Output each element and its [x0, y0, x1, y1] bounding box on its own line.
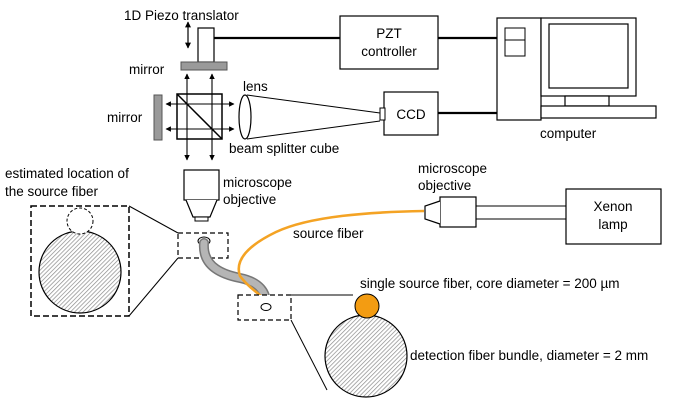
ccd-camera [379, 91, 439, 136]
single-fiber-label: single source fiber, core diameter = 200… [360, 276, 620, 291]
right-microscope-objective [424, 196, 566, 228]
source-fiber-label: source fiber [293, 226, 364, 241]
micro-obj-right-label-2: objective [418, 178, 471, 193]
xenon-lamp-box [565, 188, 662, 245]
pzt-controller-box [339, 15, 439, 70]
computer-label: computer [540, 126, 597, 141]
fiber-bundle-magnified [324, 293, 408, 398]
ccd-label: CCD [396, 107, 425, 122]
left-microscope-objective [183, 169, 220, 222]
left-mirror [153, 94, 163, 141]
bundle-label: detection fiber bundle, diameter = 2 mm [410, 348, 648, 363]
lens-label: lens [243, 79, 268, 94]
top-mirror [180, 61, 228, 71]
computer [496, 17, 657, 121]
xenon-label-2: lamp [598, 217, 627, 232]
lens [238, 94, 381, 140]
bundle-tip-box [237, 294, 353, 391]
beam-splitter-cube [176, 93, 223, 140]
source-fiber-line [237, 209, 425, 304]
piezo-translator [185, 21, 215, 63]
micro-obj-right-label-1: microscope [418, 161, 487, 176]
pzt-label-line1: PZT [376, 26, 402, 41]
est-label-1: estimated location of [5, 166, 129, 181]
pzt-label-line2: controller [361, 44, 417, 59]
mirror-left-label: mirror [107, 110, 143, 125]
beam-arrows [165, 73, 235, 161]
xenon-label-1: Xenon [593, 199, 632, 214]
cables [214, 36, 497, 115]
beam-splitter-label: beam splitter cube [229, 141, 339, 156]
micro-obj-left-label-2: objective [223, 192, 276, 207]
estimated-location-inset [30, 205, 179, 317]
piezo-label: 1D Piezo translator [124, 8, 239, 23]
micro-obj-left-label-1: microscope [223, 175, 292, 190]
est-label-2: the source fiber [5, 184, 99, 199]
mirror-top-label: mirror [129, 62, 165, 77]
